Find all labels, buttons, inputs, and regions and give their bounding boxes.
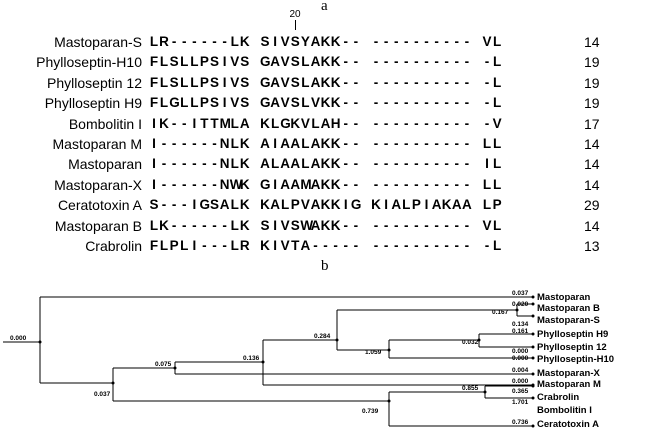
tree-branches — [3, 296, 532, 427]
panel-b-label: b — [321, 258, 329, 274]
bl-node-855: 0.855 — [462, 385, 479, 392]
panel-a-label: a — [321, 0, 328, 14]
bl-node-075: 0.075 — [155, 361, 172, 368]
sequence-name: Mastoparan-X — [54, 176, 142, 193]
phylogenetic-tree: Mastoparan Mastoparan B Mastoparan-S Phy… — [3, 290, 614, 430]
bl-mastoparan-b: 0.020 — [512, 301, 529, 308]
bl-phylloseptin-12: 0.000 — [512, 348, 529, 355]
sequence-name: Mastoparan-S — [54, 34, 142, 50]
sequence-length: 14 — [584, 176, 600, 193]
sequence-name: Mastoparan M — [52, 135, 142, 152]
bl-mastoparan-s: 0.134 — [512, 321, 529, 328]
bl-phylloseptin-h10: 0.000 — [512, 355, 529, 362]
leaf-mastoparan-x: Mastoparan-X — [537, 368, 600, 379]
sequence-length: 19 — [584, 95, 600, 112]
bl-mastoparan: 0.037 — [512, 290, 529, 297]
sequence-name: Phylloseptin-H10 — [36, 54, 142, 71]
sequence-name: Ceratotoxin A — [57, 197, 142, 214]
branch-length-labels: 0.000 0.037 0.020 0.167 0.134 0.161 0.00… — [10, 290, 529, 426]
sequence-length: 14 — [584, 135, 600, 152]
bl-bombolitin-i: 1.701 — [512, 399, 529, 406]
sequence-length: 19 — [584, 54, 600, 71]
bl-node-739: 0.739 — [362, 408, 379, 415]
bl-node-032: 0.032 — [462, 339, 479, 346]
bl-node-037: 0.037 — [94, 391, 111, 398]
leaf-labels: Mastoparan Mastoparan B Mastoparan-S Phy… — [537, 292, 614, 430]
bl-phylloseptin-h9: 0.161 — [512, 328, 529, 335]
leaf-mastoparan-b: Mastoparan B — [537, 303, 600, 314]
bl-mastoparan-m: 0.000 — [512, 378, 529, 385]
sequence-name: Bombolitin I — [68, 115, 142, 132]
sequence-length: 19 — [584, 74, 600, 91]
bl-node-1059: 1.059 — [365, 349, 382, 356]
leaf-mastoparan: Mastoparan — [537, 292, 591, 303]
leaf-phylloseptin-h10: Phylloseptin-H10 — [537, 354, 614, 365]
sequence-name: Crabrolin — [85, 237, 142, 254]
sequence-length: 14 — [584, 34, 600, 50]
leaf-ceratotoxin-a: Ceratotoxin A — [537, 419, 599, 430]
sequence-name: Phylloseptin H9 — [44, 95, 142, 112]
tree-nodes — [38, 295, 535, 428]
bl-crabrolin: 0.365 — [512, 388, 529, 395]
leaf-phylloseptin-h9: Phylloseptin H9 — [537, 329, 608, 340]
bl-mastoparan-x: 0.004 — [512, 367, 529, 374]
position-marker: 20 — [283, 9, 307, 30]
position-marker-number: 20 — [289, 9, 301, 20]
leaf-crabrolin: Crabrolin — [537, 392, 579, 403]
alignment-row: Mastoparan I------NLK ALAALAKK-- --------… — [0, 156, 648, 176]
sequence-name: Mastoparan B — [54, 217, 142, 234]
sequence-length: 13 — [584, 237, 600, 254]
leaf-bombolitin-i: Bombolitin I — [537, 405, 592, 416]
sequence-length: 14 — [584, 217, 600, 234]
leaf-mastoparan-m: Mastoparan M — [537, 379, 601, 390]
sequence-length: 17 — [584, 115, 600, 132]
sequence-name: Phylloseptin 12 — [47, 74, 142, 91]
bl-node-284: 0.284 — [314, 333, 331, 340]
sequence-length: 14 — [584, 156, 600, 173]
sequence-name: Mastoparan — [68, 156, 142, 173]
leaf-mastoparan-s: Mastoparan-S — [537, 315, 600, 326]
bl-ceratotoxin-a: 0.736 — [512, 419, 529, 426]
leaf-phylloseptin-12: Phylloseptin 12 — [537, 342, 607, 353]
position-marker-tick — [294, 20, 296, 30]
bl-node-136: 0.136 — [243, 355, 260, 362]
sequence-length: 29 — [584, 197, 600, 214]
bl-root: 0.000 — [10, 335, 27, 342]
bl-node-167: 0.167 — [492, 309, 509, 316]
